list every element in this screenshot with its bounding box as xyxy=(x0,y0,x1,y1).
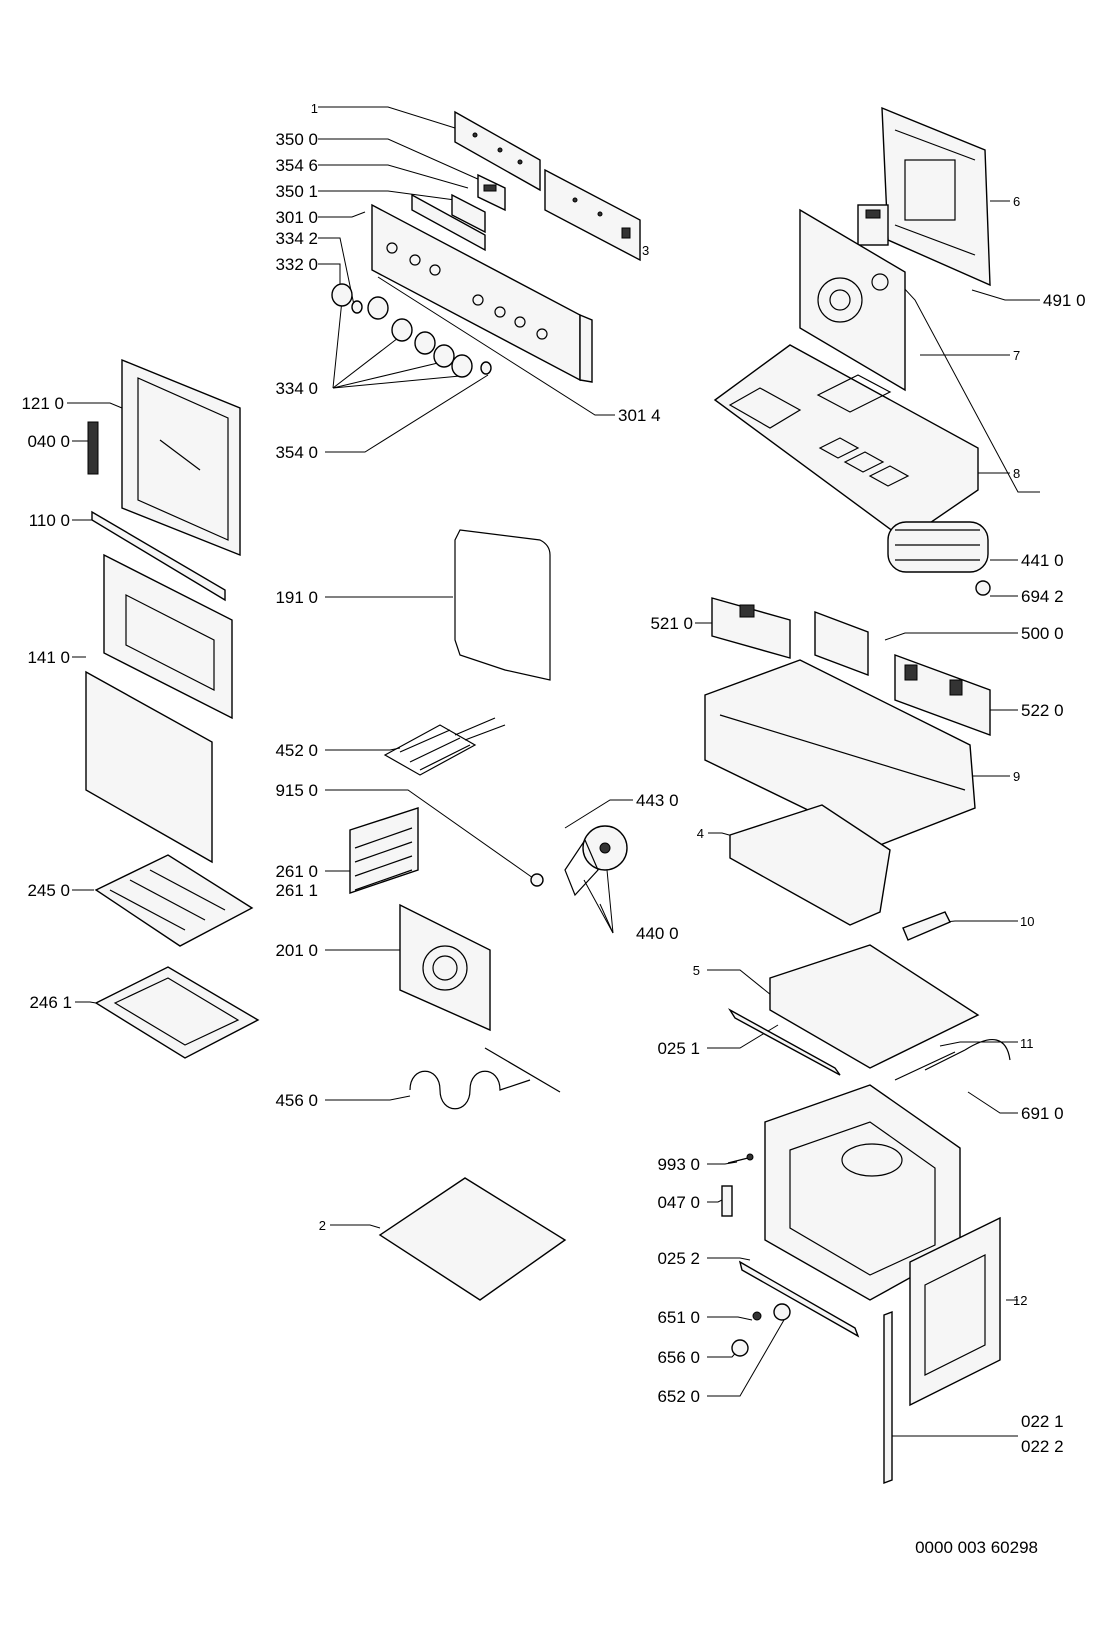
part-door-seal xyxy=(454,529,551,681)
label-p3: 3 xyxy=(642,243,649,258)
part-knobs xyxy=(331,283,492,378)
label-p9150: 915 0 xyxy=(275,781,318,800)
part-latch xyxy=(721,1185,733,1217)
part-door-inner-glass xyxy=(85,553,233,864)
label-p0252: 025 2 xyxy=(657,1249,700,1268)
part-side-panel xyxy=(909,1216,1001,1407)
label-p6520: 652 0 xyxy=(657,1387,700,1406)
part-front-strip xyxy=(727,1008,841,1076)
part-side-trim xyxy=(883,1310,893,1485)
label-p7: 7 xyxy=(1013,348,1020,363)
label-p0251: 025 1 xyxy=(657,1039,700,1058)
label-p4560: 456 0 xyxy=(275,1091,318,1110)
part-drip-tray xyxy=(94,966,260,1059)
label-p12: 12 xyxy=(1013,1293,1027,1308)
part-lower-strip xyxy=(738,1260,860,1338)
label-p3010: 301 0 xyxy=(275,208,318,227)
part-bottom-cover xyxy=(378,1177,567,1301)
label-p9930: 993 0 xyxy=(657,1155,700,1174)
document-id: 0000 003 60298 xyxy=(915,1538,1038,1557)
part-timer-module xyxy=(411,173,506,252)
label-p3342: 334 2 xyxy=(275,229,318,248)
part-support-bracket xyxy=(902,911,951,941)
label-p3540: 354 0 xyxy=(275,443,318,462)
label-p6510: 651 0 xyxy=(657,1308,700,1327)
label-p3501: 350 1 xyxy=(275,182,318,201)
label-p3500: 350 0 xyxy=(275,130,318,149)
label-p2: 2 xyxy=(319,1218,326,1233)
label-p8: 8 xyxy=(1013,466,1020,481)
label-p5220: 522 0 xyxy=(1021,701,1064,720)
label-p0470: 047 0 xyxy=(657,1193,700,1212)
label-p4400: 440 0 xyxy=(636,924,679,943)
part-rear-panel xyxy=(544,168,641,262)
label-p0221: 022 1 xyxy=(1021,1412,1064,1431)
part-control-fascia xyxy=(371,203,593,383)
part-screw xyxy=(727,1153,754,1164)
part-control-bracket xyxy=(454,110,541,192)
part-cooling-duct xyxy=(704,659,976,846)
label-p2610: 261 0 xyxy=(275,862,318,881)
label-p2450: 245 0 xyxy=(27,881,70,900)
part-convection-fan xyxy=(530,825,628,897)
label-p3546: 354 6 xyxy=(275,156,318,175)
part-fan-cover xyxy=(399,903,491,1032)
label-p4910: 491 0 xyxy=(1043,291,1086,310)
part-bottom-shield xyxy=(769,944,980,1069)
part-lower-heating-element xyxy=(409,1047,561,1110)
label-p6560: 656 0 xyxy=(657,1348,700,1367)
label-p3014: 301 4 xyxy=(618,406,661,425)
label-p3340: 334 0 xyxy=(275,379,318,398)
part-door-hinge xyxy=(87,421,99,475)
label-p6910: 691 0 xyxy=(1021,1104,1064,1123)
label-p2461: 246 1 xyxy=(29,993,72,1012)
part-strip xyxy=(894,1051,956,1081)
part-tangential-fan xyxy=(887,521,991,596)
label-p0400: 040 0 xyxy=(27,432,70,451)
label-p5: 5 xyxy=(693,963,700,978)
label-p9: 9 xyxy=(1013,769,1020,784)
label-p4430: 443 0 xyxy=(636,791,679,810)
part-top-cover xyxy=(713,344,979,541)
label-p2010: 201 0 xyxy=(275,941,318,960)
part-motor-bracket xyxy=(857,204,889,246)
part-thermostat-probe xyxy=(924,1039,1011,1071)
part-grill-element xyxy=(383,717,506,776)
label-p4410: 441 0 xyxy=(1021,551,1064,570)
label-p1: 1 xyxy=(311,101,318,116)
part-oven-lamp xyxy=(731,1303,791,1357)
label-p10: 10 xyxy=(1020,914,1034,929)
part-door-frame xyxy=(121,358,241,557)
label-p0222: 022 2 xyxy=(1021,1437,1064,1456)
label-p1100: 110 0 xyxy=(29,511,70,530)
part-side-rails xyxy=(349,807,419,894)
label-p6942: 694 2 xyxy=(1021,587,1064,606)
part-labels: 1 350 0 354 6 350 1 301 0 334 2 332 0 33… xyxy=(21,101,1085,1456)
label-p11: 11 xyxy=(1020,1036,1034,1051)
label-p1910: 191 0 xyxy=(275,588,318,607)
label-p2611: 261 1 xyxy=(275,881,318,900)
part-wire-shelf xyxy=(94,854,254,947)
part-base-plate xyxy=(729,804,891,926)
part-oven-cavity xyxy=(764,1084,961,1301)
label-p5210: 521 0 xyxy=(650,614,693,633)
part-control-unit xyxy=(711,597,991,737)
part-back-shield xyxy=(881,106,991,287)
label-p3320: 332 0 xyxy=(275,255,318,274)
label-p6: 6 xyxy=(1013,194,1020,209)
label-p4520: 452 0 xyxy=(275,741,318,760)
part-door-top-strip xyxy=(91,510,226,602)
label-p5000: 500 0 xyxy=(1021,624,1064,643)
label-p4: 4 xyxy=(697,826,704,841)
part-rear-wall xyxy=(799,208,906,392)
label-p1210: 121 0 xyxy=(21,394,64,413)
label-p1410: 141 0 xyxy=(27,648,70,667)
